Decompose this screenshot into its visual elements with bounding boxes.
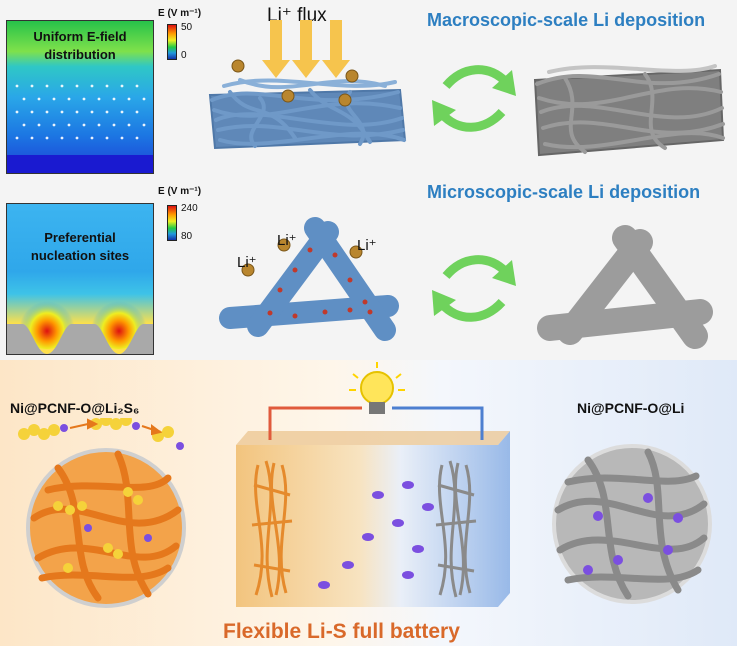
battery-cell xyxy=(236,431,510,607)
uniform-efield-simulation: Uniform E-field distribution xyxy=(6,20,154,174)
colorbar1-label: E (V m⁻¹) xyxy=(158,8,202,19)
sim1-dot-field xyxy=(15,84,146,140)
sim1-electrode-floor xyxy=(7,155,153,173)
colorbar2-max: 240 xyxy=(181,203,198,214)
nucleation-site-simulation: Preferential nucleation sites xyxy=(6,203,154,355)
li-ion-label-3: Li⁺ xyxy=(357,237,377,254)
sim2-hotspots xyxy=(7,289,153,354)
microscopic-title: Microscopic-scale Li deposition xyxy=(427,182,701,202)
left-material-label: Ni@PCNF-O@Li₂S₆ xyxy=(10,400,140,416)
right-material-label: Ni@PCNF-O@Li xyxy=(577,400,685,416)
blue-fiber-triangle xyxy=(219,217,399,341)
sim2-title-line1: Preferential xyxy=(44,230,116,245)
cycle-arrows-macro xyxy=(432,65,516,132)
colorbar2-min: 80 xyxy=(181,231,193,242)
colorbar1-min: 0 xyxy=(181,50,187,61)
colorbar2-label: E (V m⁻¹) xyxy=(158,186,202,197)
sim1-title-line1: Uniform E-field xyxy=(33,29,127,44)
gray-fiber-mat xyxy=(533,64,725,157)
circuit-with-bulb xyxy=(268,362,484,440)
cycle-arrows-micro xyxy=(432,255,516,322)
sim1-title-line2: distribution xyxy=(44,47,116,62)
sim2-title-line2: nucleation sites xyxy=(30,248,130,263)
cathode-zoom-circle xyxy=(18,418,186,608)
gray-fiber-triangle xyxy=(537,225,713,349)
blue-fiber-mat xyxy=(208,20,407,150)
battery-title: Flexible Li-S full battery xyxy=(223,620,460,643)
li-ion-label-1: Li⁺ xyxy=(237,254,257,271)
macroscopic-title: Macroscopic-scale Li deposition xyxy=(427,10,706,30)
anode-zoom-circle xyxy=(552,444,712,604)
colorbar2 xyxy=(167,205,177,241)
colorbar1-max: 50 xyxy=(181,22,193,33)
colorbar1 xyxy=(167,24,177,60)
li-ion-label-2: Li⁺ xyxy=(277,232,297,249)
